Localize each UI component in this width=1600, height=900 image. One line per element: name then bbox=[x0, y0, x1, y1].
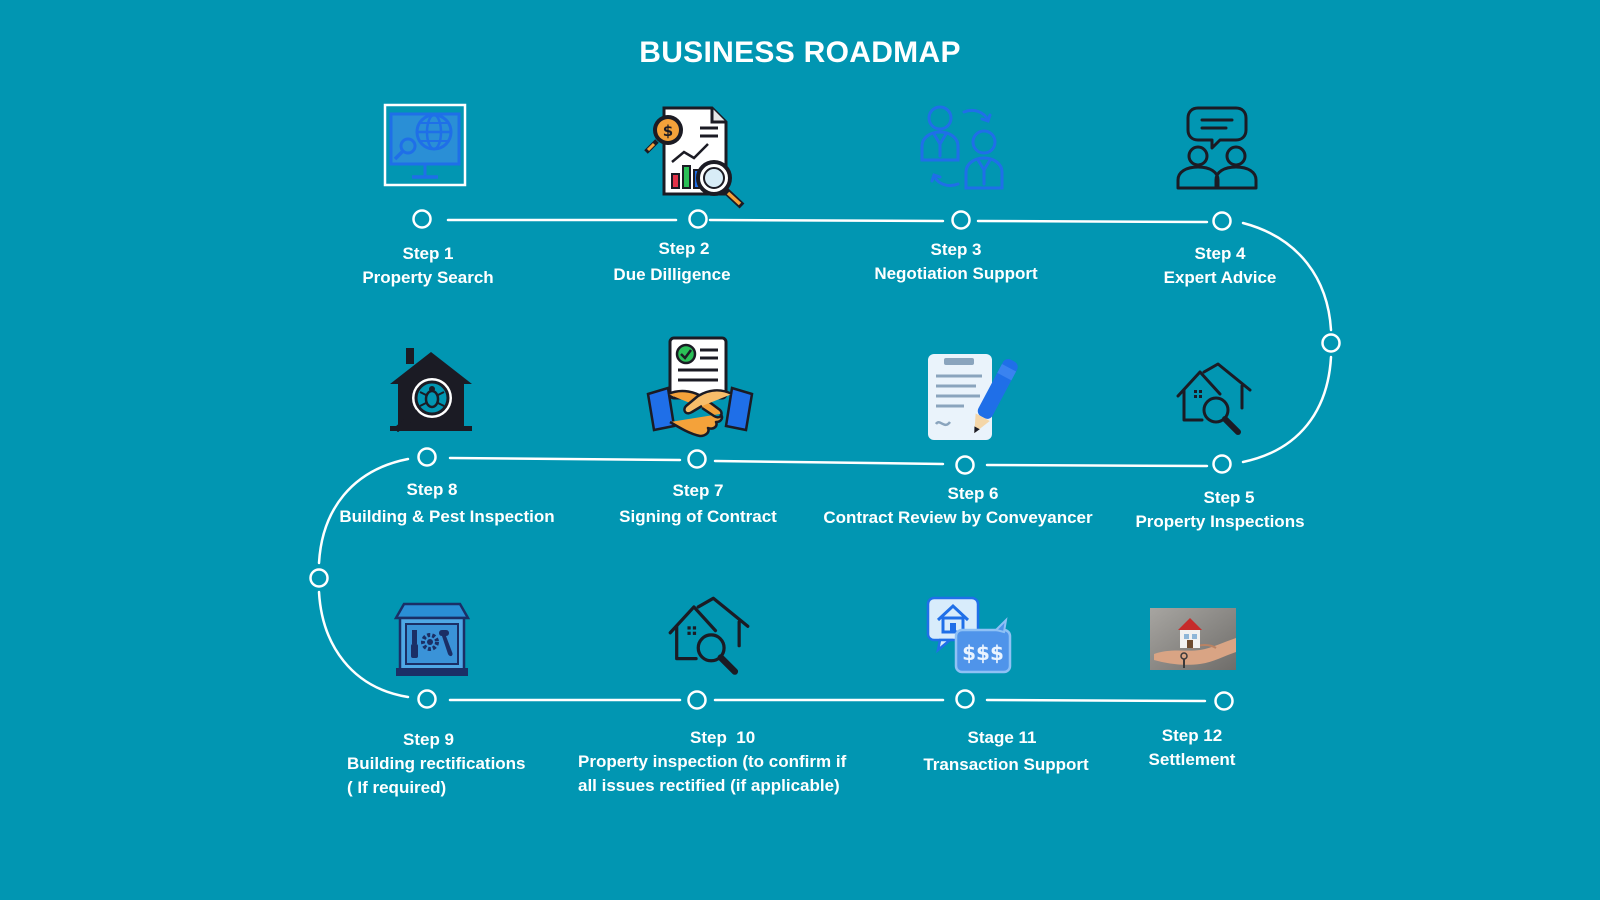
marker-step-12 bbox=[1214, 691, 1234, 711]
monitor-globe-search-icon bbox=[382, 102, 470, 190]
step-6-label: Step 6 Contract Review by Conveyancer bbox=[798, 482, 1118, 530]
step-name: Transaction Support bbox=[923, 755, 1089, 774]
svg-text:$: $ bbox=[663, 122, 673, 140]
people-chat-icon bbox=[1174, 104, 1260, 190]
connector-6-7 bbox=[713, 459, 945, 466]
step-name: Signing of Contract bbox=[619, 507, 777, 526]
house-magnifier-icon bbox=[664, 594, 754, 678]
step-name: Building & Pest Inspection bbox=[339, 507, 555, 526]
marker-arc-right bbox=[1321, 333, 1341, 353]
step-2-label: Step 2 Due Dilligence bbox=[512, 236, 832, 288]
connector-7-8 bbox=[448, 456, 682, 462]
connector-3-4 bbox=[976, 219, 1209, 224]
step-name: Due Dilligence bbox=[613, 265, 731, 284]
step-name: Negotiation Support bbox=[874, 264, 1038, 283]
page-title: BUSINESS ROADMAP bbox=[639, 36, 961, 69]
step-number: Step 2 bbox=[658, 239, 710, 258]
connector-2-3 bbox=[708, 218, 945, 223]
house-magnifier-icon bbox=[1174, 360, 1254, 438]
arc-8-9-top bbox=[317, 457, 410, 565]
handshake-document-icon bbox=[646, 336, 754, 442]
house-bug-icon bbox=[386, 348, 476, 432]
step-number: Step 5 bbox=[1203, 488, 1255, 507]
step-number: Step 7 bbox=[672, 481, 724, 500]
connector-11-12 bbox=[985, 698, 1207, 703]
step-9-label: Step 9 Building rectifications ( If requ… bbox=[347, 728, 567, 800]
step-7-label: Step 7 Signing of Contract bbox=[538, 478, 858, 530]
step-12-label: Step 12 Settlement bbox=[1032, 724, 1352, 772]
step-1-label: Step 1 Property Search bbox=[268, 242, 588, 290]
step-name: Contract Review by Conveyancer bbox=[823, 508, 1093, 527]
marker-step-3 bbox=[951, 210, 971, 230]
connector-5-6 bbox=[985, 463, 1209, 468]
arc-8-9-bottom bbox=[317, 590, 410, 699]
marker-arc-left bbox=[309, 568, 329, 588]
marker-step-6 bbox=[955, 455, 975, 475]
step-note: ( If required) bbox=[347, 778, 447, 797]
marker-step-9 bbox=[417, 689, 437, 709]
arc-4-5-bottom bbox=[1241, 355, 1333, 464]
step-10-label: Step 10 Property inspection (to confirm … bbox=[578, 726, 878, 798]
step-number: Step 3 bbox=[930, 240, 982, 259]
step-5-label: Step 5 Property Inspections bbox=[1060, 486, 1380, 534]
step-name: Property inspection (to confirm if bbox=[578, 752, 847, 771]
step-note: all issues rectified (if applicable) bbox=[578, 776, 840, 795]
arc-4-5-top bbox=[1241, 221, 1333, 332]
marker-step-5 bbox=[1212, 454, 1232, 474]
step-number: Step 4 bbox=[1194, 244, 1246, 263]
step-name: Settlement bbox=[1148, 750, 1236, 769]
step-number: Stage 11 bbox=[967, 728, 1037, 747]
step-number: Step 9 bbox=[403, 730, 455, 749]
house-in-hand-photo-icon bbox=[1150, 608, 1236, 670]
marker-step-8 bbox=[417, 447, 437, 467]
step-4-label: Step 4 Expert Advice bbox=[1060, 242, 1380, 290]
step-3-label: Step 3 Negotiation Support bbox=[796, 238, 1116, 286]
step-11-label: Stage 11 Transaction Support bbox=[846, 724, 1166, 778]
step-name: Building rectifications bbox=[347, 754, 526, 773]
toolbox-house-icon bbox=[394, 602, 470, 678]
step-number: Step 6 bbox=[947, 484, 999, 503]
step-name: Property Search bbox=[362, 268, 494, 287]
step-number: Step 1 bbox=[402, 244, 454, 263]
marker-step-7 bbox=[687, 449, 707, 469]
step-number: Step 10 bbox=[690, 728, 756, 747]
step-name: Expert Advice bbox=[1163, 268, 1277, 287]
two-people-exchange-icon bbox=[918, 104, 1008, 190]
marker-step-1 bbox=[412, 209, 432, 229]
step-8-label: Step 8 Building & Pest Inspection bbox=[287, 476, 607, 530]
marker-step-11 bbox=[955, 689, 975, 709]
step-number: Step 8 bbox=[406, 480, 458, 499]
house-money-chat-icon: $$$ bbox=[926, 596, 1012, 676]
svg-text:$$$: $$$ bbox=[962, 641, 1004, 665]
marker-step-4 bbox=[1212, 211, 1232, 231]
step-number: Step 12 bbox=[1161, 726, 1223, 745]
report-magnifier-icon: $ bbox=[642, 104, 750, 210]
marker-step-10 bbox=[687, 690, 707, 710]
marker-step-2 bbox=[688, 209, 708, 229]
document-pen-icon bbox=[924, 352, 1018, 442]
step-name: Property Inspections bbox=[1135, 512, 1305, 531]
